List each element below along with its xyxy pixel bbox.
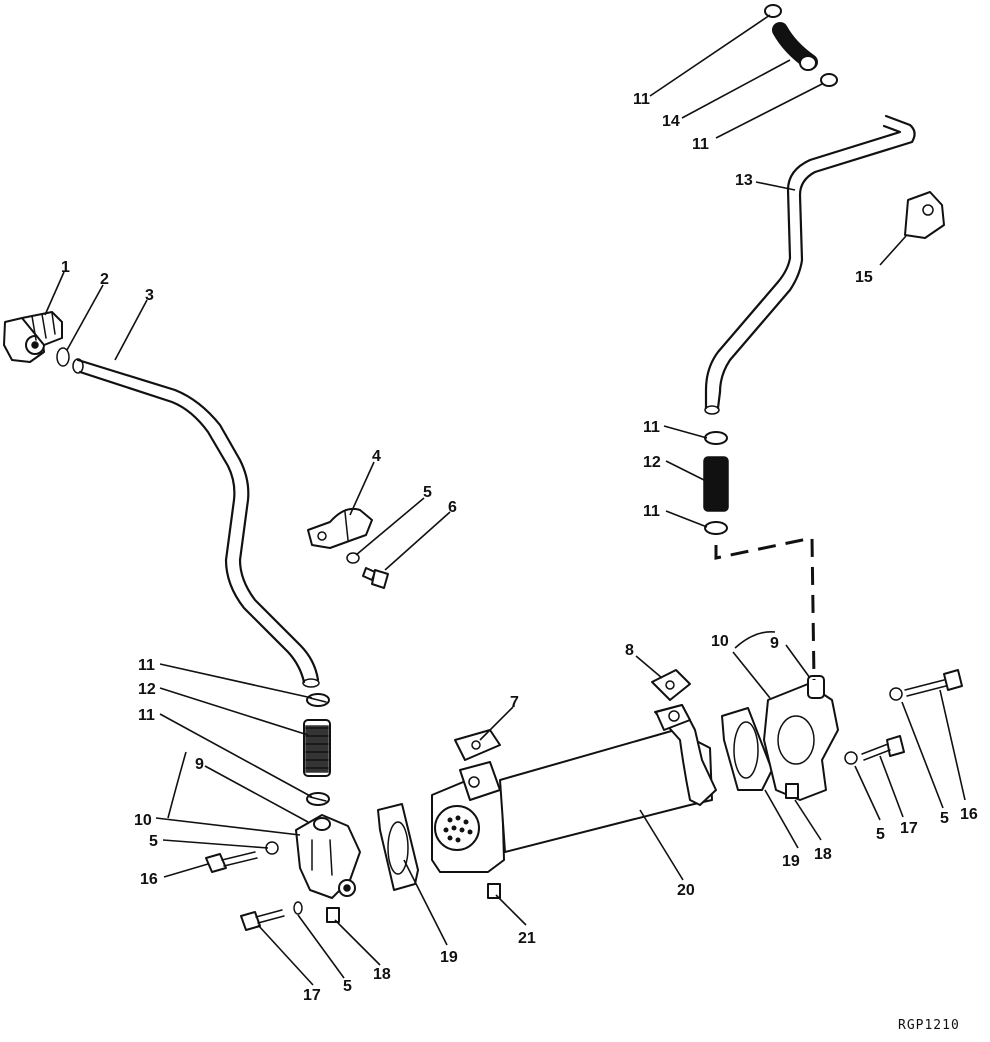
plug-part-18-left [326,907,340,923]
clamp-part-4 [307,507,373,549]
callout-19-left: 19 [440,949,458,966]
callout-13: 13 [735,172,753,189]
plug-part-21 [487,883,501,899]
washer-part-5-upper [346,552,360,564]
callout-11-right-a: 11 [643,419,660,436]
hose-clamp-part-11-right-mid-b [704,521,728,535]
callout-9-left: 9 [195,756,204,773]
callout-2: 2 [100,271,109,288]
hose-part-14 [772,22,818,71]
callout-10-left: 10 [134,812,152,829]
bolt-part-17-right [861,735,905,761]
elbow-fitting-part-1 [3,311,63,363]
oil-tube-part-3 [72,358,320,688]
gasket-part-19-right [721,707,773,791]
callout-15: 15 [855,269,873,286]
callout-20: 20 [677,882,695,899]
oil-tube-part-13 [704,114,916,415]
callout-19-right: 19 [782,853,800,870]
callout-3: 3 [145,287,154,304]
hose-part-12-right [703,456,729,512]
reference-code: RGP1210 [898,1018,960,1033]
callout-8: 8 [625,642,634,659]
assembly-path-dashed-line [714,536,816,681]
callout-10-right: 10 [711,633,729,650]
callout-18-left: 18 [373,966,391,983]
callout-11-right-b: 11 [643,503,660,520]
callout-17-left: 17 [303,987,321,1004]
bolt-part-16-left [205,851,258,873]
callout-9-right: 9 [770,635,779,652]
callout-5-lower: 5 [343,978,352,995]
washer-part-5-lower [293,901,303,915]
callout-18-right: 18 [814,846,832,863]
clip-part-15 [904,191,945,239]
callout-21: 21 [518,930,536,947]
o-ring-part-2 [56,347,70,367]
elbow-adapter-part-9-left [295,814,361,899]
callout-4: 4 [372,448,381,465]
callout-16-left: 16 [140,871,158,888]
hose-clamp-part-11-top-a [764,4,782,18]
washer-part-5-right-a [844,751,858,765]
hose-clamp-part-11-top-b [820,73,838,87]
callout-12-right: 12 [643,454,661,471]
callout-11-left-b: 11 [138,707,155,724]
elbow-adapter-part-9-right [763,675,839,801]
plug-part-18-right [785,783,799,799]
hose-part-12-left [303,719,331,777]
callout-17-right: 17 [900,820,918,837]
bolt-part-16-right [904,669,963,697]
callout-14: 14 [662,113,680,130]
hose-clamp-part-11-left-bottom [306,792,330,806]
callout-1: 1 [61,259,70,276]
callout-5-right-b: 5 [940,810,949,827]
callout-labels: 1 2 3 4 5 6 7 8 11 12 11 9 10 5 16 17 5 … [61,91,978,1004]
callout-12-left: 12 [138,681,156,698]
callout-6: 6 [448,499,457,516]
callout-5-right-a: 5 [876,826,885,843]
oil-cooler-part-20 [431,704,717,873]
callout-16-right: 16 [960,806,978,823]
callout-5-upper: 5 [423,484,432,501]
callout-7: 7 [510,694,519,711]
callout-11-top-a: 11 [633,91,650,108]
bolt-part-17-left [240,909,285,931]
callout-11-top-b: 11 [692,136,709,153]
washer-part-5-right-b [889,687,903,701]
hose-clamp-part-11-right-mid-a [704,431,728,445]
callout-11-left-a: 11 [138,657,155,674]
bolt-part-6 [362,567,389,589]
gasket-part-7 [454,729,501,761]
hose-clamp-part-11-left-top [306,693,330,707]
leader-lines [44,14,966,986]
callout-5-left: 5 [149,833,158,850]
